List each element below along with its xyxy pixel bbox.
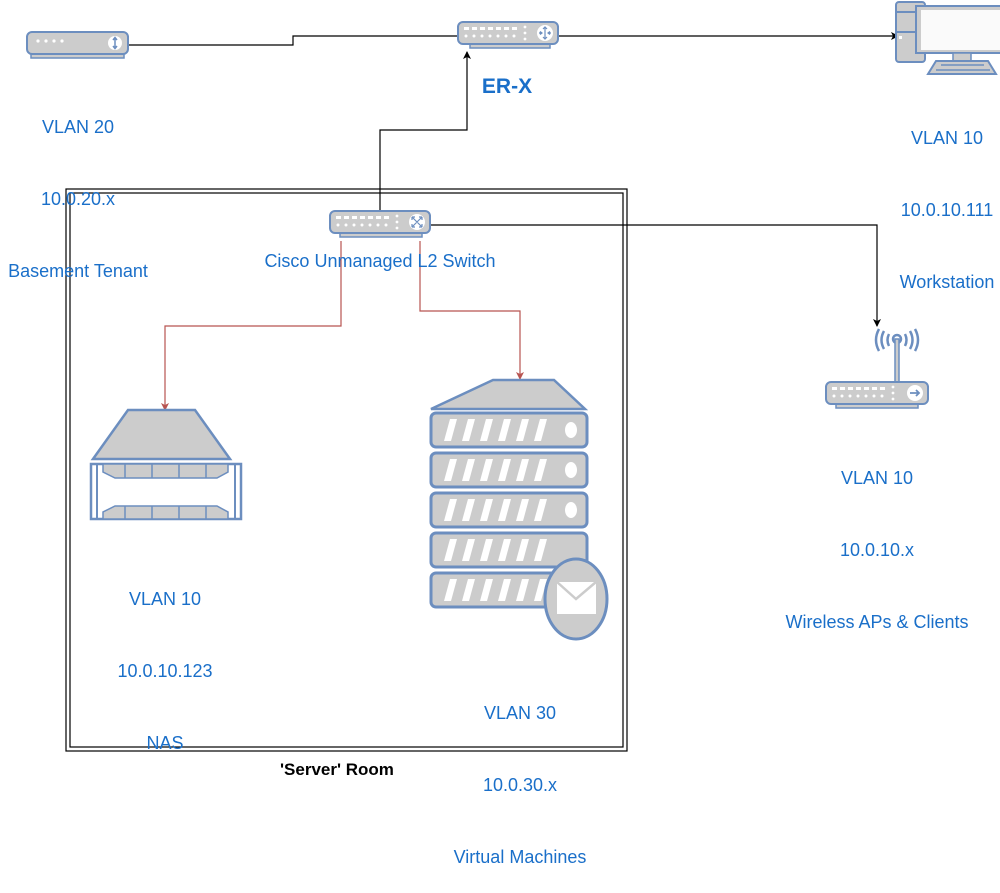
vms-vlan: VLAN 30 — [483, 703, 557, 723]
server-rack-mail-icon[interactable] — [429, 378, 609, 641]
network-diagram — [26, 1, 1000, 752]
nas-vlan: VLAN 10 — [128, 589, 202, 609]
edge-erx-basement[interactable] — [121, 35, 458, 49]
server-unit — [429, 451, 589, 489]
wireless-vlan: VLAN 10 — [840, 468, 914, 488]
wireless-label: VLAN 10 10.0.10.x Wireless APs & Clients — [767, 418, 987, 658]
server-unit — [429, 531, 589, 569]
edge-switch-erx[interactable] — [379, 51, 471, 212]
wireless-subnet: 10.0.10.x — [839, 540, 915, 560]
basement-name: Basement Tenant — [8, 261, 148, 281]
basement-vlan: VLAN 20 — [41, 117, 115, 137]
edges — [121, 32, 899, 411]
nas-icon[interactable] — [89, 408, 243, 521]
wireless-name: Wireless APs & Clients — [785, 612, 969, 632]
nas-name: NAS — [146, 733, 184, 753]
server-room-boundary — [65, 188, 628, 752]
basement-label: VLAN 20 10.0.20.x Basement Tenant — [0, 67, 158, 307]
basement-router-icon[interactable] — [26, 31, 129, 59]
wireless-router-icon[interactable] — [825, 328, 929, 409]
edge-switch-vms[interactable] — [419, 241, 524, 380]
server-unit — [429, 491, 589, 529]
workstation-vlan: VLAN 10 — [910, 128, 984, 148]
erx-label: ER-X — [481, 75, 533, 98]
server-room-title: 'Server' Room — [280, 760, 394, 779]
switch-label: Cisco Unmanaged L2 Switch — [264, 251, 496, 271]
server-unit — [429, 411, 589, 449]
edge-switch-nas[interactable] — [161, 241, 342, 411]
workstation-label: VLAN 10 10.0.10.111 Workstation — [887, 78, 1000, 318]
erx-router-icon[interactable] — [457, 21, 559, 49]
workstation-icon[interactable] — [895, 1, 1000, 75]
vms-subnet: 10.0.30.x — [482, 775, 558, 795]
vms-label: VLAN 30 10.0.30.x Virtual Machines — [440, 653, 600, 893]
nas-label: VLAN 10 10.0.10.123 NAS — [95, 539, 235, 779]
basement-subnet: 10.0.20.x — [40, 189, 116, 209]
workstation-name: Workstation — [899, 272, 995, 292]
switch-icon[interactable] — [329, 210, 431, 238]
vms-name: Virtual Machines — [453, 847, 587, 867]
edge-switch-wireless[interactable] — [430, 224, 881, 327]
workstation-ip: 10.0.10.111 — [900, 200, 994, 220]
nas-ip: 10.0.10.123 — [117, 661, 213, 681]
